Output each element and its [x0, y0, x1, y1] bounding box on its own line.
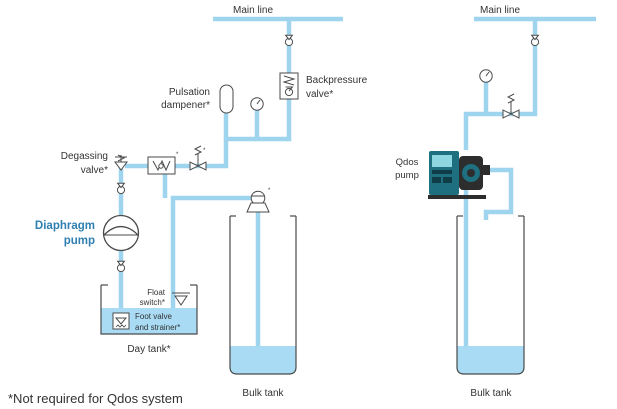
pulsation-dampener-label-2: dampener* — [161, 100, 210, 111]
qdos-pump-icon — [428, 151, 490, 199]
left-transfer-pipe — [170, 195, 260, 318]
foot-valve-label-2: and strainer* — [135, 323, 180, 332]
right-return-pipe — [483, 167, 514, 220]
qdos-pump-label-2: pump — [395, 170, 419, 181]
degassing-valve-label-2: valve* — [81, 165, 108, 176]
left-main-line-label: Main line — [233, 5, 273, 16]
flow-meter-asterisk: * — [176, 152, 179, 158]
degassing-valve-icon — [114, 154, 128, 171]
day-tank-label: Day tank* — [127, 344, 170, 355]
degassing-valve-label-1: Degassing — [61, 151, 108, 162]
check-valve-icon — [116, 260, 126, 273]
foot-valve-label-1: Foot valve — [135, 312, 172, 321]
qdos-pump-label-1: Qdos — [396, 157, 419, 168]
pressure-gauge-icon — [479, 69, 493, 83]
check-valve-icon — [284, 34, 294, 47]
pressure-gauge-icon — [250, 97, 264, 111]
injection-valve-icon — [502, 93, 520, 119]
float-switch-icon — [172, 292, 190, 306]
check-valve-icon — [116, 182, 126, 195]
diaphragm-pump-label-2: pump — [64, 235, 95, 247]
backpressure-valve-icon — [279, 72, 299, 100]
check-valve-icon — [530, 34, 540, 47]
right-piping — [463, 16, 596, 346]
left-bulk-tank-label: Bulk tank — [242, 388, 284, 399]
float-switch-label-2: switch* — [140, 298, 165, 307]
injection-valve-icon — [189, 145, 207, 171]
float-switch-label-1: Float — [147, 288, 166, 297]
right-bulk-tank-label: Bulk tank — [470, 388, 512, 399]
right-main-line-label: Main line — [480, 5, 520, 16]
transfer-pump-icon — [246, 190, 270, 213]
flow-meter-icon — [147, 156, 176, 175]
right-discharge-pipe — [463, 19, 538, 150]
diaphragm-pump-icon — [102, 214, 140, 252]
diaphragm-pump-label-1: Diaphragm — [35, 220, 95, 232]
pulsation-dampener-label-1: Pulsation — [169, 87, 210, 98]
footnote: *Not required for Qdos system — [8, 391, 183, 406]
left-bulk-tank — [229, 215, 297, 375]
injection-valve-asterisk: * — [203, 148, 206, 154]
transfer-pump-asterisk: * — [268, 188, 271, 194]
backpressure-valve-label-2: valve* — [306, 89, 333, 100]
backpressure-valve-label-1: Backpressure — [306, 75, 368, 86]
right-bulk-tank — [456, 215, 525, 375]
pulsation-dampener-icon — [219, 84, 234, 114]
foot-valve-strainer-icon — [112, 312, 130, 330]
